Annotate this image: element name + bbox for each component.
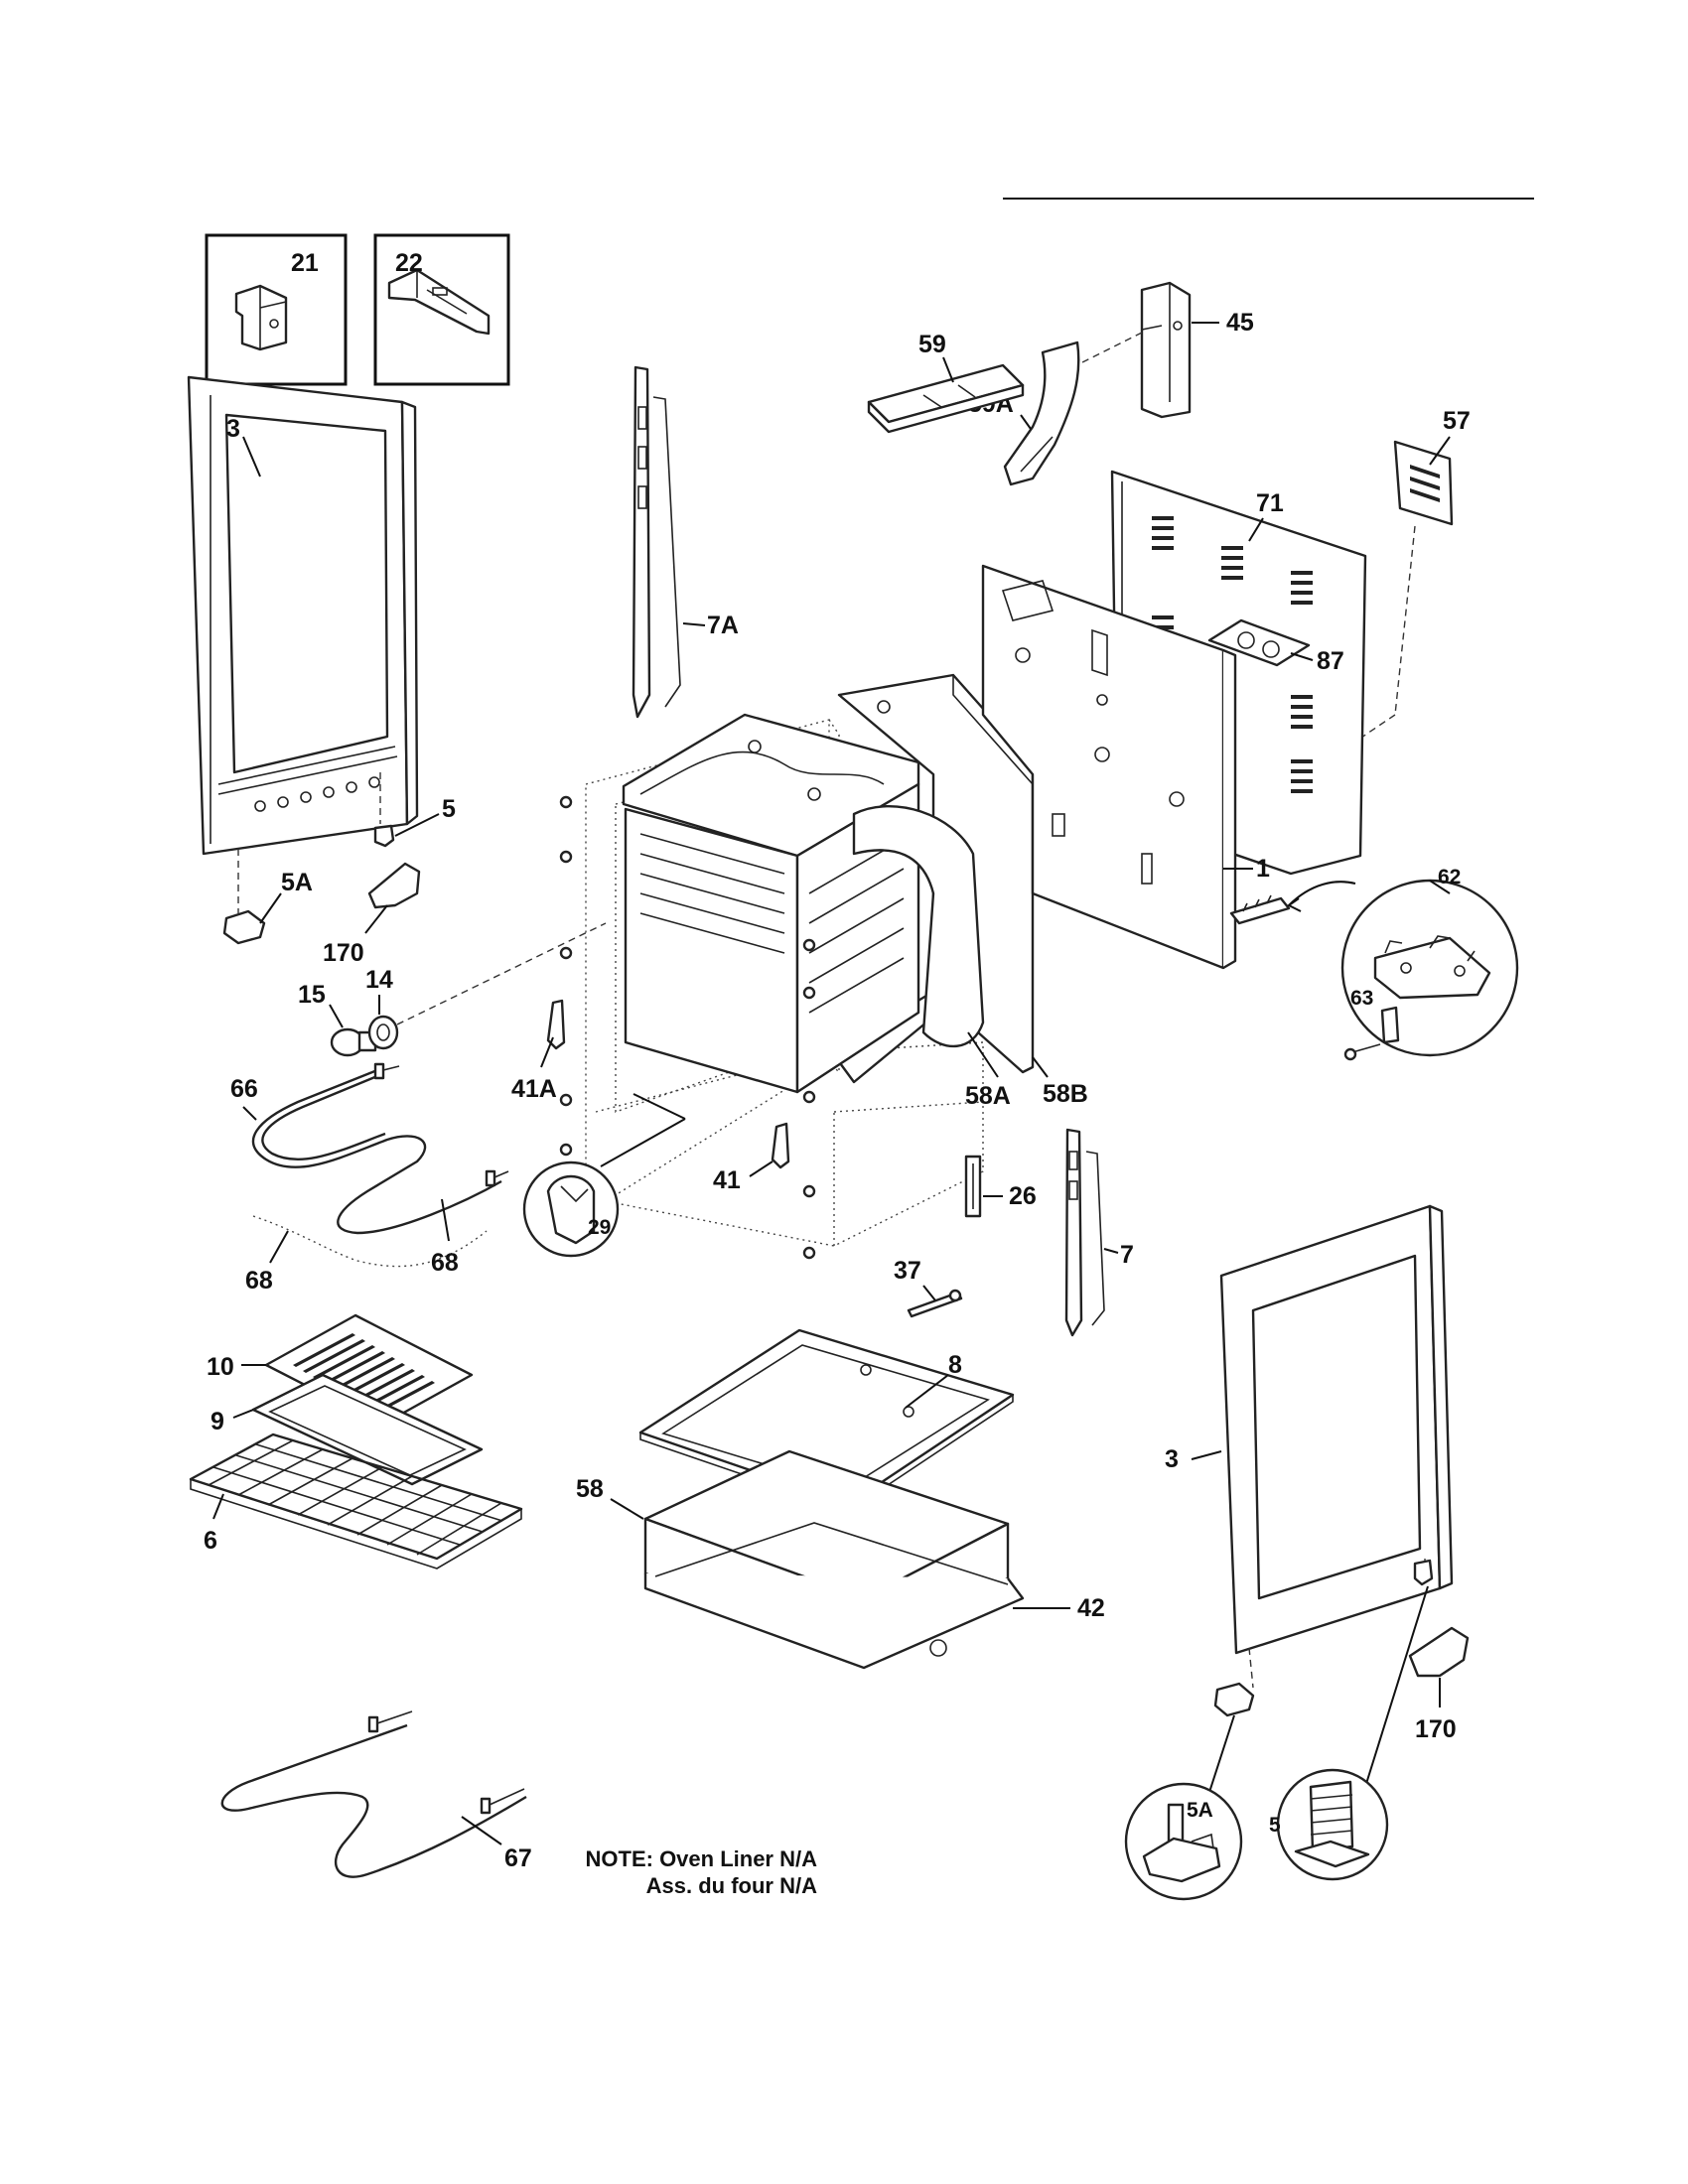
callout-10: 10 [207, 1353, 234, 1381]
callout-3-left: 3 [226, 415, 240, 443]
note-line-2: Ass. du four N/A [646, 1873, 817, 1898]
callout-41: 41 [713, 1166, 741, 1194]
cavity-screws [559, 795, 816, 1260]
part-41A-bracket: 41A [511, 999, 566, 1103]
grid-slots [293, 1333, 435, 1415]
callout-170-left: 170 [323, 939, 364, 967]
part-7-rack-support-right: 7 [1064, 1128, 1134, 1337]
callout-3-right: 3 [1165, 1445, 1179, 1473]
part-37-sensor: 37 [894, 1257, 963, 1318]
note-line-1: NOTE: Oven Liner N/A [586, 1846, 818, 1871]
part-3-oven-door-right: 3 [1165, 1204, 1454, 1655]
part-170-hinge-bracket-right: 170 [1408, 1626, 1470, 1743]
callout-67: 67 [504, 1844, 532, 1872]
part-15-light-bulb: 15 [298, 981, 377, 1057]
part-5-hinge-left: 5 [373, 795, 456, 848]
part-7A-rack-support-left: 7A [632, 365, 739, 719]
callout-5A-right: 5A [1187, 1799, 1213, 1822]
part-42-bottom-panel: 42 [643, 1522, 1105, 1670]
part-5A-hinge-left: 5A [222, 869, 313, 945]
callout-9: 9 [211, 1408, 224, 1435]
callout-71: 71 [1256, 489, 1284, 517]
oven-liner-note: NOTE: Oven Liner N/A Ass. du four N/A [586, 1846, 818, 1898]
part-5-hinge-right: 5 [1269, 1559, 1434, 1881]
part-57-cover-plate: 57 [1393, 407, 1471, 526]
part-59A-vent-duct: 59A [968, 341, 1080, 486]
callout-58B: 58B [1043, 1080, 1088, 1108]
part-10-broiler-grid: 10 [207, 1313, 474, 1427]
callout-57: 57 [1443, 407, 1471, 435]
callout-1: 1 [1256, 855, 1270, 883]
callout-14: 14 [365, 966, 393, 994]
part-62-terminal-block: 62 63 [1229, 866, 1519, 1061]
callout-21: 21 [291, 249, 319, 277]
callout-5-right: 5 [1269, 1814, 1281, 1837]
part-87-gasket: 87 [1207, 618, 1344, 675]
callout-87: 87 [1317, 647, 1344, 675]
callout-7A: 7A [707, 612, 739, 639]
callout-68-a: 68 [245, 1267, 273, 1295]
part-21-hinge-receptacle: 21 [205, 233, 348, 386]
part-58A-insulation-wrap: 58A [852, 805, 1011, 1110]
callout-8: 8 [948, 1351, 962, 1379]
part-29-detail: 29 [522, 1093, 686, 1258]
callout-6: 6 [204, 1527, 217, 1555]
callout-5-left: 5 [442, 795, 456, 823]
callout-170-right: 170 [1415, 1715, 1457, 1743]
door-vent-holes [254, 776, 380, 812]
callout-5A-left: 5A [281, 869, 313, 896]
part-59-vent-duct: 59 [867, 331, 1025, 434]
callout-66: 66 [230, 1075, 258, 1103]
callout-58A: 58A [965, 1082, 1011, 1110]
part-67-bake-element: 67 [220, 1710, 532, 1878]
part-41-bracket: 41 [713, 1122, 790, 1194]
part-1-rear-panel: 1 [981, 564, 1270, 970]
part-26-bracket: 26 [964, 1155, 1037, 1218]
part-22-hinge-bracket: 22 [373, 233, 510, 386]
rack-wires [208, 1439, 503, 1556]
callout-41A: 41A [511, 1075, 557, 1103]
part-6-oven-rack: 6 [189, 1433, 523, 1570]
callout-26: 26 [1009, 1182, 1037, 1210]
oven-cavity-body [624, 782, 920, 1094]
callout-63: 63 [1350, 987, 1373, 1010]
part-45-vent-duct: 45 [1140, 281, 1254, 419]
part-170-hinge-bracket-left: 170 [323, 862, 421, 967]
part-3-oven-door-left: 3 [187, 375, 419, 856]
callout-45: 45 [1226, 309, 1254, 337]
callout-59: 59 [918, 331, 946, 358]
callout-29: 29 [588, 1216, 611, 1239]
callout-37: 37 [894, 1257, 921, 1285]
callout-42: 42 [1077, 1594, 1105, 1622]
callout-15: 15 [298, 981, 326, 1009]
part-66-broil-element: 66 [230, 1062, 509, 1235]
part-14-light-socket: 14 [365, 966, 399, 1050]
callout-58: 58 [576, 1475, 604, 1503]
callout-68-b: 68 [431, 1249, 459, 1277]
callout-7: 7 [1120, 1241, 1134, 1269]
callout-62: 62 [1438, 866, 1461, 888]
back-panel-vents [1152, 516, 1313, 793]
part-5A-hinge-right: 5A [1124, 1682, 1255, 1901]
callout-22: 22 [395, 249, 423, 277]
